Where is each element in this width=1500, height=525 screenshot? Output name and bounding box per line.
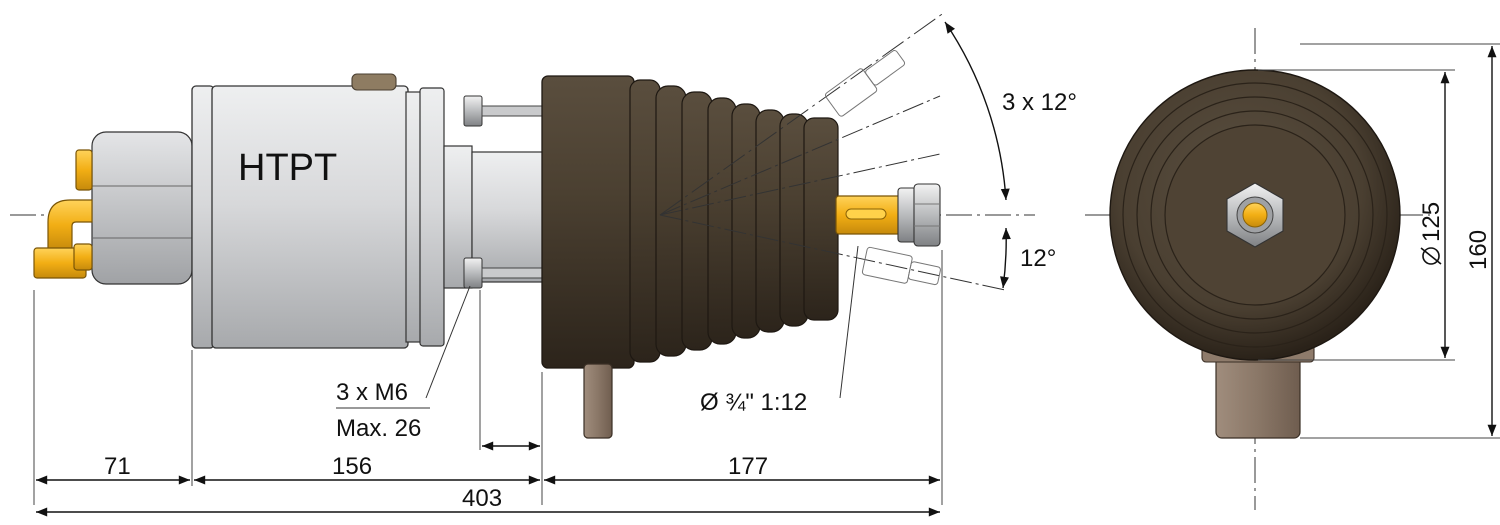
diameter-icon <box>1420 247 1442 265</box>
pump-housing <box>191 73 545 349</box>
end-view-extension-lines <box>1258 43 1500 439</box>
body-label: HTPT <box>238 147 337 189</box>
angle-arc-12 <box>1000 227 1011 289</box>
bolt-leader <box>425 285 471 399</box>
bolts-label-2: Max. 26 <box>336 415 421 442</box>
angle-sweep-label: 3 x 12° <box>1002 89 1077 116</box>
tapered-shaft <box>835 183 941 247</box>
shaft-taper-label: Ø ¾" 1:12 <box>700 389 807 416</box>
dia125-label-group: 125 <box>1418 202 1445 265</box>
ghost-shaft-positions <box>824 50 941 286</box>
dim-177-label: 177 <box>728 453 768 480</box>
dim-403-label: 403 <box>462 485 502 512</box>
bolts-label-1: 3 x M6 <box>336 379 408 406</box>
dia125-label: 125 <box>1418 202 1445 242</box>
h160-label: 160 <box>1465 230 1492 270</box>
rear-fittings <box>33 131 193 285</box>
dim-156-label: 156 <box>332 453 372 480</box>
bellows-boot <box>541 75 839 439</box>
angle-fan-lines <box>659 11 1006 291</box>
extension-lines <box>33 250 943 505</box>
dim-71-label: 71 <box>104 453 131 480</box>
angle-single-label: 12° <box>1020 245 1056 272</box>
end-view-body <box>1109 69 1401 439</box>
shaft-leader <box>839 245 859 399</box>
angle-arc-3x12 <box>944 21 1010 201</box>
